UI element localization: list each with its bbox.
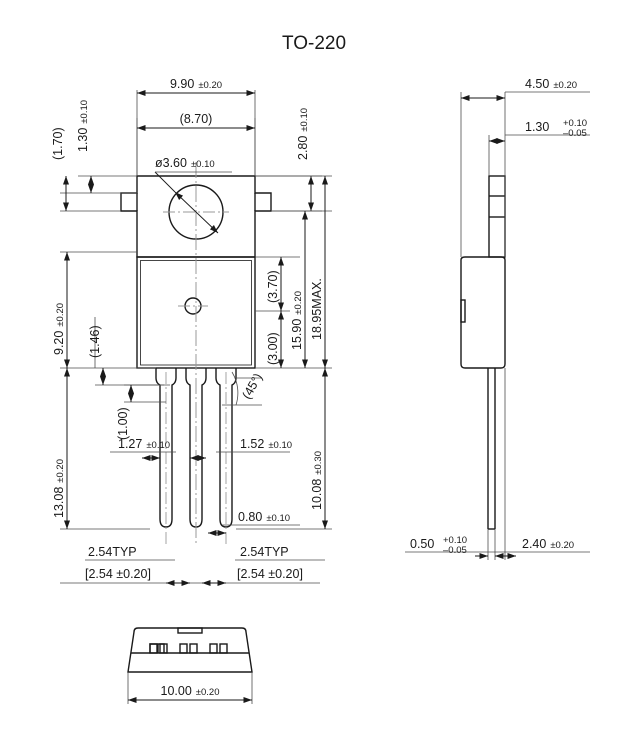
dim-label-body-height: 9.20±0.20 — [52, 303, 66, 355]
dim-label-bottom-width: 10.00±0.20 — [161, 684, 220, 698]
dim-label-tab-thickness-tol-plus: +0.10 — [563, 118, 587, 129]
bottom-lead-3b — [219, 643, 228, 654]
pitch-label-right-primary: 2.54TYP — [240, 545, 289, 559]
dim-label-plastic-upper: (3.70) — [266, 270, 280, 303]
dim-label-body-depth: 2.40±0.20 — [522, 537, 574, 551]
dim-label-width-body: (8.70) — [180, 112, 213, 126]
dim-label-lead-length: 13.08±0.20 — [52, 459, 66, 518]
bottom-lead-2b — [189, 643, 198, 654]
page-title: TO-220 — [282, 33, 346, 54]
dim-label-lead-thickness-side: 0.50 — [410, 537, 434, 551]
pitch-label-right-bracket: [2.54 ±0.20] — [237, 567, 303, 581]
dim-label-tab-thickness: 1.30 — [525, 120, 549, 134]
dim-label-lead-thickness-tol-minus: –0.05 — [443, 545, 467, 556]
dim-label-tab-thickness-tol-minus: –0.05 — [563, 128, 587, 139]
dim-label-lead-width-outer: 1.27±0.10 — [118, 437, 170, 451]
dim-label-plastic-lower: (3.00) — [266, 332, 280, 365]
dim-label-tab-left-1: (1.70) — [51, 127, 65, 160]
bottom-view-tab-notch — [177, 627, 203, 634]
pitch-label-left-primary: 2.54TYP — [88, 545, 137, 559]
side-body-notch — [460, 299, 466, 323]
dim-label-lead-taper: (1.00) — [116, 407, 130, 440]
dim-label-width-overall: 9.90±0.20 — [170, 77, 222, 91]
dim-label-chamfer-angle: (45°) — [239, 371, 265, 402]
leader-line-hole-extend — [154, 171, 176, 193]
dim-label-hole-diameter: ø3.60±0.10 — [155, 156, 215, 170]
dim-label-lead-width-center: 1.52±0.10 — [240, 437, 292, 451]
bottom-view-outline — [127, 627, 253, 673]
dim-label-lead-exposed: 10.08±0.30 — [310, 451, 324, 510]
leader-line-hole-dia — [174, 191, 219, 234]
bottom-lead-2a — [179, 643, 188, 654]
dim-label-lead-thickness: 0.80±0.10 — [238, 510, 290, 524]
dim-label-tab-left-2: 1.30±0.10 — [76, 100, 90, 152]
pitch-label-left-bracket: [2.54 ±0.20] — [85, 567, 151, 581]
dim-label-depth-overall: 4.50±0.20 — [525, 77, 577, 91]
bottom-lead-3a — [209, 643, 218, 654]
dim-label-lead-shoulder: (1.46) — [88, 325, 102, 358]
dim-label-lead-thickness-tol-plus: +0.10 — [443, 535, 467, 546]
bottom-lead-1b — [159, 643, 168, 654]
side-body-outline — [460, 256, 506, 369]
dim-label-tab-right: 2.80±0.10 — [296, 108, 310, 160]
dim-label-height-body-total: 15.90±0.20 — [290, 291, 304, 350]
bottom-lead-1a — [149, 643, 158, 654]
angle-arc-45 — [231, 371, 239, 406]
dim-label-height-max: 18.95MAX. — [310, 278, 324, 340]
